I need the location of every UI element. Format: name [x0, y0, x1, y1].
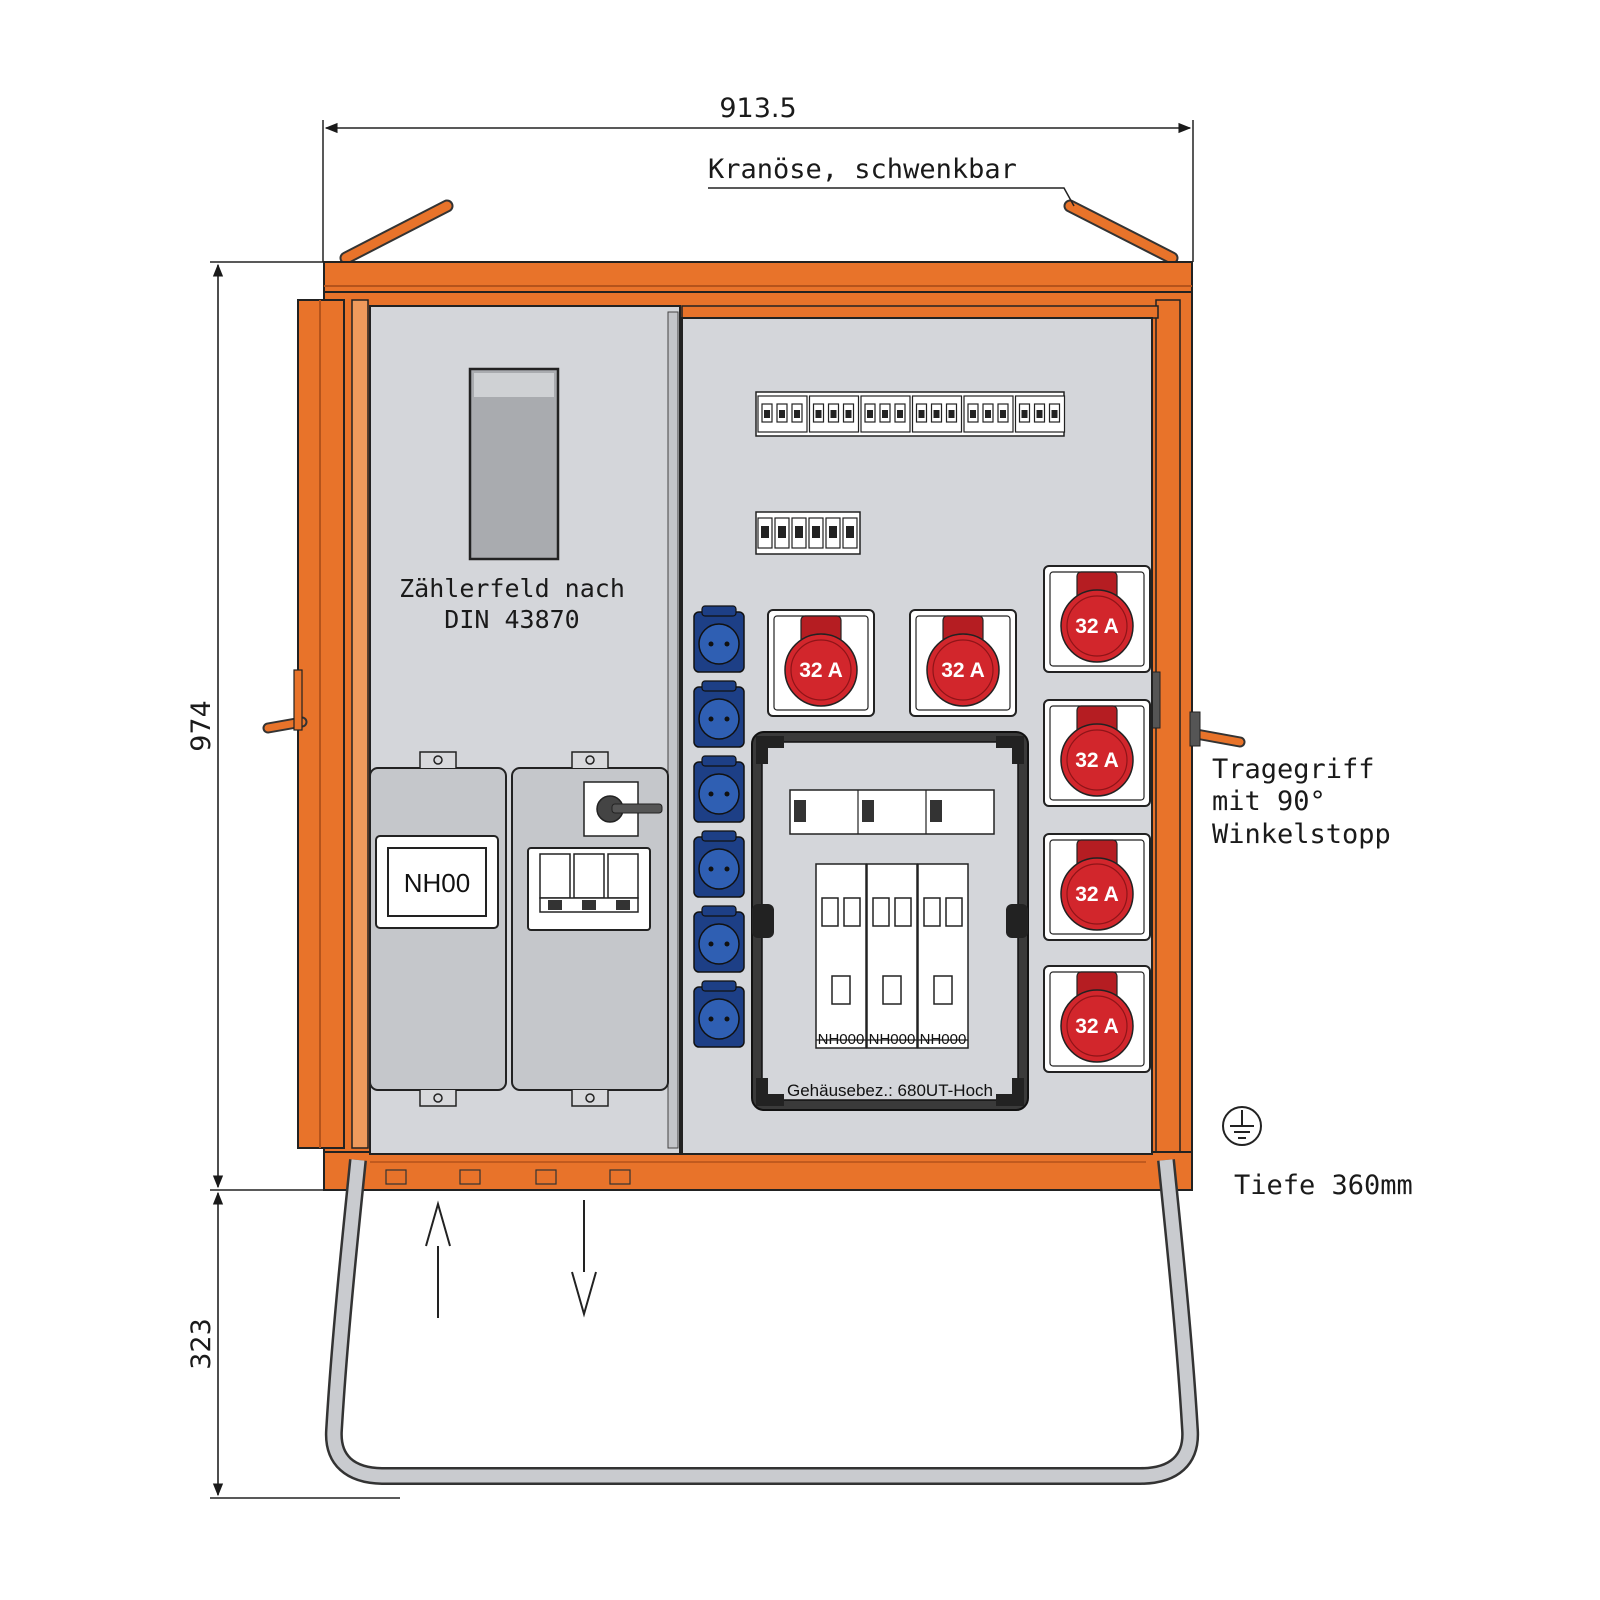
cee-socket-32a: 32 A	[767, 609, 875, 717]
handle-label-1: Tragegriff	[1212, 754, 1375, 785]
cable-in-arrow-icon	[425, 1200, 451, 1318]
crane-eye-callout: Kranöse, schwenkbar	[708, 154, 1075, 207]
rcd-pole	[757, 517, 773, 549]
nh000-fuse-label: NH000	[920, 1031, 967, 1048]
cee-rating-label: 32 A	[1075, 883, 1119, 906]
rcd-pole	[842, 517, 858, 549]
circuit-breaker	[1014, 395, 1066, 433]
rcd-pole	[791, 517, 807, 549]
nh000-fuse: NH000	[815, 863, 867, 1049]
circuit-breaker	[860, 395, 911, 433]
dimension-height-cabinet: 974	[186, 261, 330, 1191]
cee-socket-32a: 32 A	[1043, 833, 1151, 941]
dimension-width: 913.5	[322, 93, 1194, 262]
cee-rating-label: 32 A	[941, 659, 985, 682]
meter-panel: Zählerfeld nach DIN 43870 NH00	[369, 305, 681, 1155]
nh000-fuse: NH000	[917, 863, 969, 1049]
schuko-socket	[693, 980, 745, 1048]
circuit-breaker	[808, 395, 860, 433]
meter-field-label-2: DIN 43870	[444, 605, 579, 634]
fuse-nh00-label: NH00	[404, 868, 470, 898]
handle-callout: Tragegriff mit 90° Winkelstopp	[1212, 754, 1391, 850]
nh000-fuse: NH000	[866, 863, 918, 1049]
circuit-breaker	[911, 395, 963, 433]
handle-label-2: mit 90°	[1212, 786, 1326, 817]
dimension-height-frame: 323	[186, 1191, 400, 1499]
nh000-fuse-label: NH000	[869, 1031, 916, 1048]
schuko-socket	[693, 605, 745, 673]
cee-rating-label: 32 A	[1075, 615, 1119, 638]
schuko-socket	[693, 905, 745, 973]
depth-label: Tiefe 360mm	[1234, 1170, 1413, 1201]
cee-socket-32a: 32 A	[1043, 965, 1151, 1073]
stand-frame	[324, 1159, 1200, 1485]
circuit-breaker-row-top	[755, 391, 1066, 437]
housing-label: Gehäusebez.: 680UT-Hoch	[787, 1081, 993, 1100]
circuit-breaker	[757, 395, 808, 433]
crane-eye-label: Kranöse, schwenkbar	[708, 154, 1017, 185]
cee-socket-32a: 32 A	[909, 609, 1017, 717]
handle-label-3: Winkelstopp	[1212, 819, 1391, 850]
main-switch-module	[511, 751, 669, 1107]
carrying-handle-left	[262, 669, 308, 734]
cee-socket-group: 32 A 32 A 32 A 32 A 32 A 32 A	[767, 565, 1151, 1073]
schuko-socket-column	[693, 605, 745, 1048]
cee-rating-label: 32 A	[1075, 1015, 1119, 1038]
schuko-socket	[693, 830, 745, 898]
cee-socket-32a: 32 A	[1043, 565, 1151, 673]
meter-field-label-1: Zählerfeld nach	[399, 574, 625, 603]
cee-rating-label: 32 A	[1075, 749, 1119, 772]
nh000-fuse-label: NH000	[818, 1031, 865, 1048]
cee-rating-label: 32 A	[799, 659, 843, 682]
rcd-pole	[774, 517, 790, 549]
width-value: 913.5	[719, 93, 796, 124]
circuit-breaker	[963, 395, 1014, 433]
height-cabinet-value: 974	[186, 700, 217, 752]
crane-eye-right	[1063, 199, 1179, 265]
carrying-handle-right	[1189, 711, 1246, 748]
rcd-row	[755, 511, 861, 555]
schuko-socket	[693, 755, 745, 823]
cee-socket-32a: 32 A	[1043, 699, 1151, 807]
ground-icon	[1222, 1106, 1262, 1146]
height-frame-value: 323	[186, 1318, 217, 1370]
cable-out-arrow-icon	[571, 1200, 597, 1318]
rcd-pole	[808, 517, 824, 549]
fuse-module-nh00: NH00	[369, 751, 507, 1107]
rcd-pole	[825, 517, 841, 549]
schuko-socket	[693, 680, 745, 748]
crane-eye-left	[339, 199, 454, 265]
